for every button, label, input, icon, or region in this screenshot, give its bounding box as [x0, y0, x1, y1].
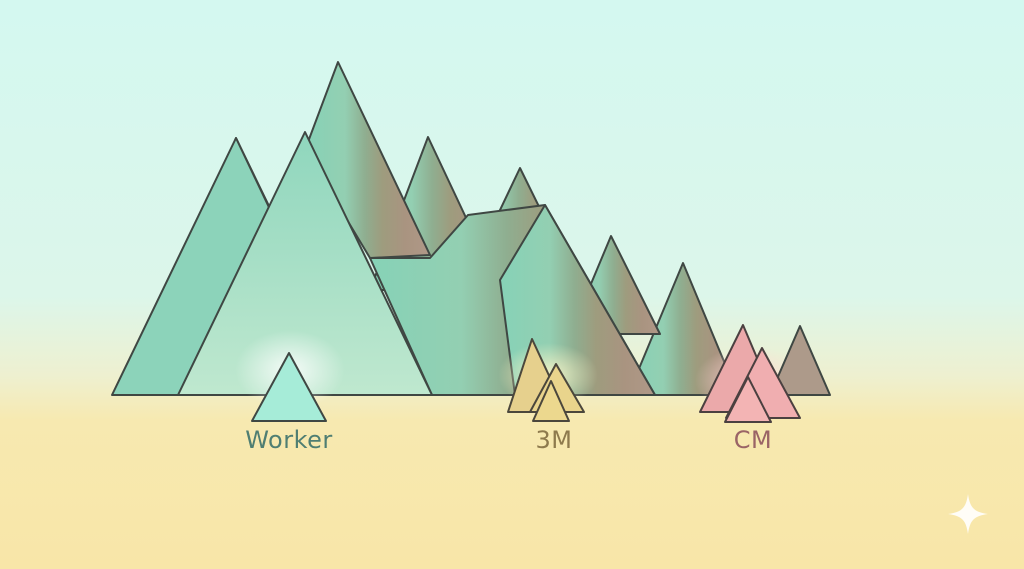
3m-triangles-icon [507, 338, 585, 422]
cm-triangles-icon [699, 324, 801, 423]
cm-label: CM [733, 426, 773, 454]
worker-triangle-icon [251, 352, 327, 422]
mountain-peak [304, 61, 431, 259]
sparkle-icon [948, 494, 988, 534]
3m-label: 3M [535, 426, 573, 454]
worker-label: Worker [245, 426, 333, 454]
right-mountains [769, 325, 831, 396]
